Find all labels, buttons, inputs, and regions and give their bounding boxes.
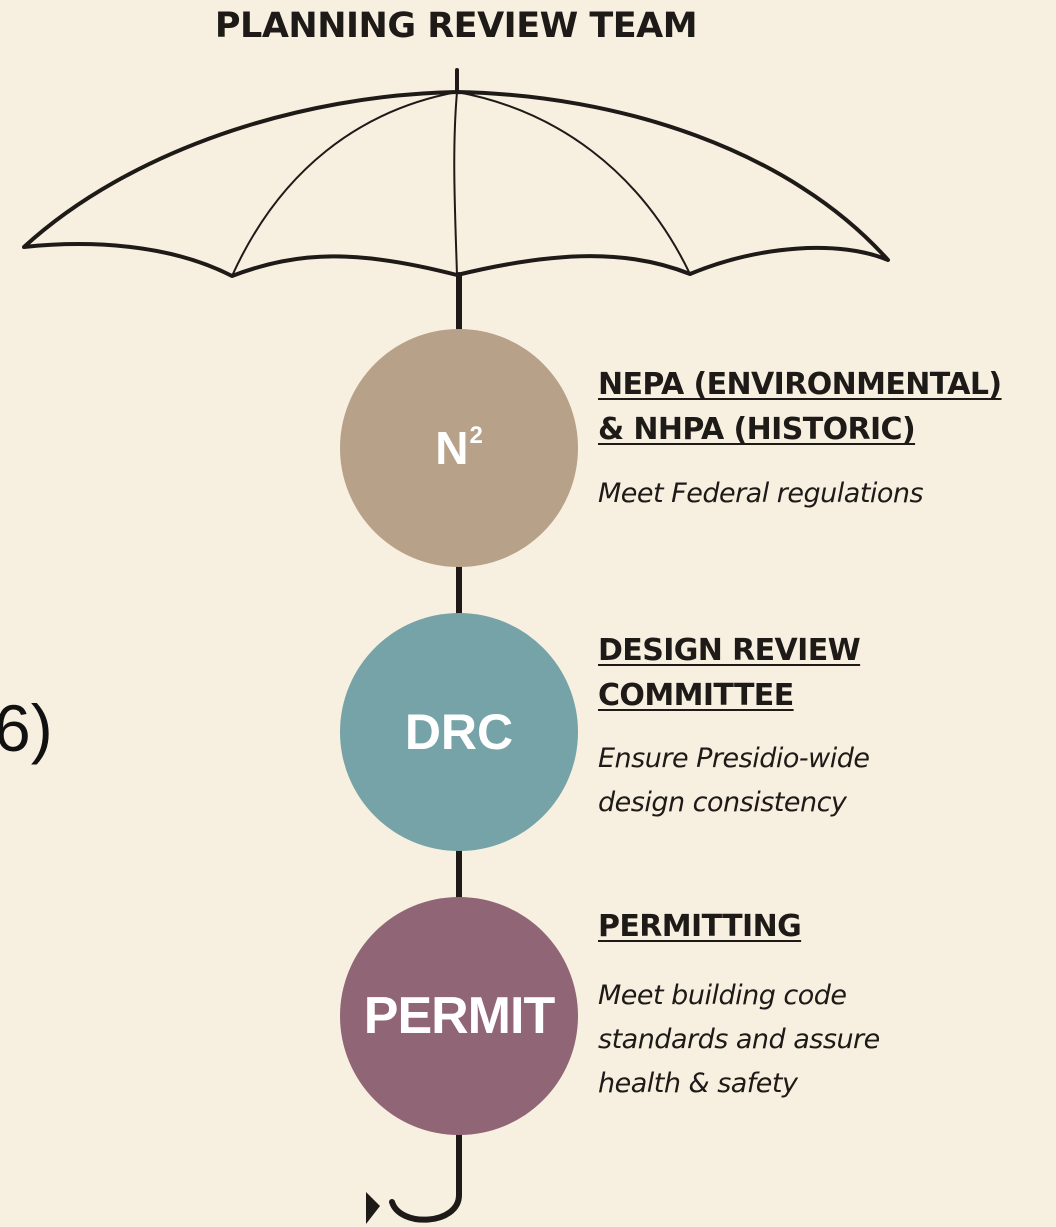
desc-line: Meet Federal regulations [598, 478, 924, 509]
permitting-description: Meet building code standards and assure … [598, 974, 880, 1106]
drc-label: DRC [404, 704, 514, 760]
umbrella-rib [456, 91, 691, 275]
permit-circle: PERMIT [340, 897, 578, 1135]
umbrella-handle [389, 1137, 462, 1223]
drc-heading: DESIGN REVIEW COMMITTEE [598, 628, 861, 718]
nepa-heading: NEPA (ENVIRONMENTAL) & NHPA (HISTORIC) [598, 362, 1002, 452]
heading-line: & NHPA (HISTORIC) [598, 412, 916, 447]
permitting-heading: PERMITTING [598, 904, 802, 949]
cropped-edge-text: 6) [0, 691, 53, 765]
desc-line: Ensure Presidio-wide [598, 743, 870, 774]
desc-line: health & safety [598, 1068, 798, 1099]
umbrella-rib [453, 91, 458, 276]
umbrella-rib [231, 91, 458, 277]
desc-line: design consistency [598, 787, 847, 818]
heading-line: NEPA (ENVIRONMENTAL) [598, 367, 1002, 402]
drc-description: Ensure Presidio-wide design consistency [598, 737, 870, 825]
handle-tip [366, 1192, 380, 1224]
desc-line: Meet building code [598, 980, 847, 1011]
n2-superscript: 2 [469, 422, 483, 449]
umbrella-canopy [22, 90, 890, 278]
diagram-title: PLANNING REVIEW TEAM [214, 6, 698, 46]
n2-label: N [435, 422, 469, 474]
heading-line: PERMITTING [598, 909, 802, 944]
permit-label: PERMIT [363, 987, 555, 1045]
desc-line: standards and assure [598, 1024, 880, 1055]
heading-line: DESIGN REVIEW [598, 633, 861, 668]
nepa-description: Meet Federal regulations [598, 472, 924, 516]
heading-line: COMMITTEE [598, 678, 794, 713]
drc-circle: DRC [340, 613, 578, 851]
